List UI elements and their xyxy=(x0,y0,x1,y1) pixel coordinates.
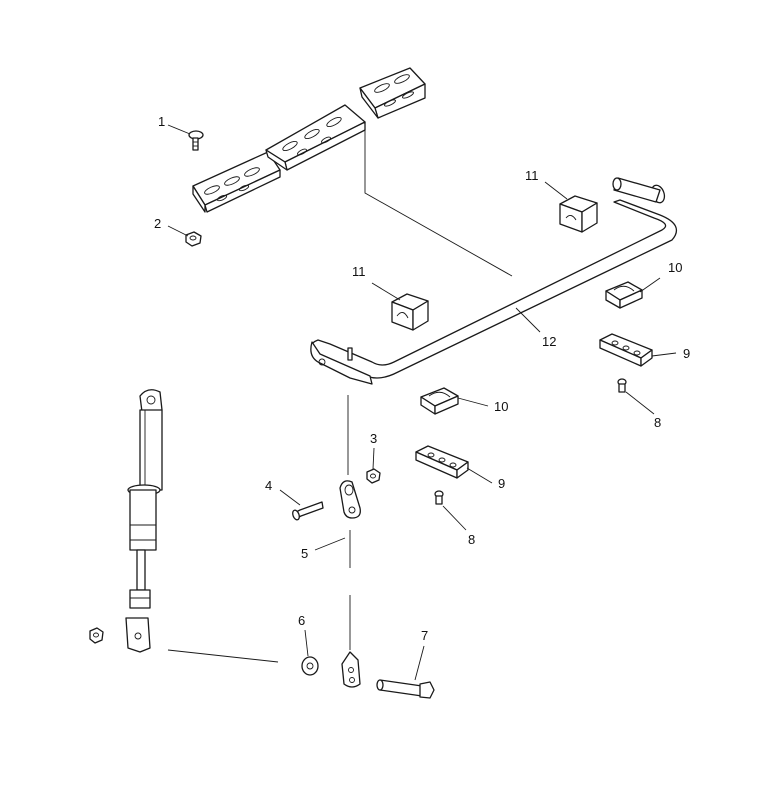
screw-part-1 xyxy=(188,130,204,151)
end-link-part-5 xyxy=(339,480,361,519)
callout-2: 2 xyxy=(154,216,161,231)
callout-1: 1 xyxy=(158,114,165,129)
sway-bar-part-12 xyxy=(310,177,678,385)
nut-part-2 xyxy=(185,231,202,247)
leader-lines xyxy=(167,124,677,681)
callout-8-upper: 8 xyxy=(654,415,661,430)
callout-10-upper: 10 xyxy=(668,260,682,275)
callout-7: 7 xyxy=(421,628,428,643)
callout-3: 3 xyxy=(370,431,377,446)
callout-8-lower: 8 xyxy=(468,532,475,547)
mounting-rail-right xyxy=(359,67,426,119)
fitting-part-8-lower xyxy=(434,490,444,505)
clamp-plate-part-9-upper xyxy=(599,333,653,367)
clamp-plate-part-9-lower xyxy=(415,445,469,479)
callout-11-lower: 11 xyxy=(352,264,366,279)
shock-nut xyxy=(89,627,104,644)
mounting-rail-left xyxy=(192,151,281,213)
bushing-part-11-upper xyxy=(559,195,598,233)
callout-9-lower: 9 xyxy=(498,476,505,491)
mounting-rail-center xyxy=(265,104,366,171)
bracket-part-10-upper xyxy=(605,281,643,309)
end-link-lower xyxy=(341,651,361,688)
bracket-part-10-lower xyxy=(420,387,459,415)
bolt-part-7 xyxy=(376,679,435,699)
washer-part-6 xyxy=(301,656,319,676)
fitting-part-8-upper xyxy=(617,378,627,393)
callout-5: 5 xyxy=(301,546,308,561)
nut-part-3 xyxy=(366,468,381,484)
callout-9-upper: 9 xyxy=(683,346,690,361)
callout-11-upper: 11 xyxy=(525,168,539,183)
bolt-part-4 xyxy=(292,501,324,521)
callout-6: 6 xyxy=(298,613,305,628)
callout-10-lower: 10 xyxy=(494,399,508,414)
callout-labels: 1 2 3 4 5 6 7 8 8 9 9 10 10 11 11 12 xyxy=(154,114,690,643)
callout-4: 4 xyxy=(265,478,272,493)
callout-12: 12 xyxy=(542,334,556,349)
shock-absorber xyxy=(125,389,163,653)
bushing-part-11-lower xyxy=(391,293,429,331)
